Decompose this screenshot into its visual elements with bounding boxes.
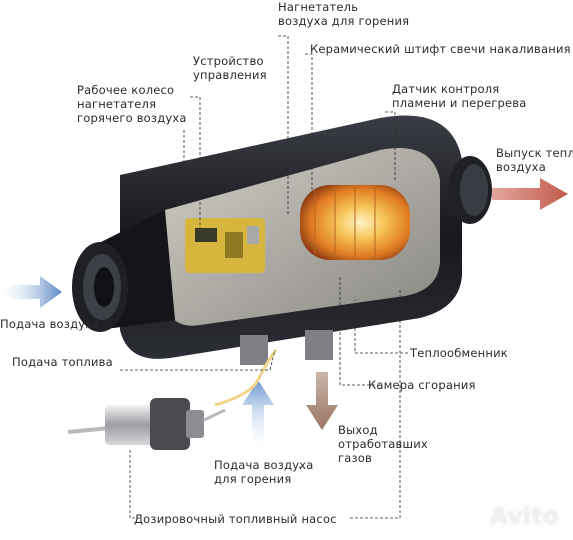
- avito-watermark: Avito: [489, 502, 559, 530]
- label-control-line-1: Устройство: [193, 54, 264, 68]
- label-hot-air-out: Выпуск теплого воздуха: [496, 146, 573, 174]
- label-combustion-air-line-2: для горения: [214, 472, 292, 486]
- hot-air-out-arrow: [492, 178, 568, 210]
- label-combustion-chamber-text: Камера сгорания: [368, 378, 476, 392]
- combustion-air-arrow: [242, 380, 274, 450]
- label-dosing-pump-text: Дозировочный топливный насос: [134, 512, 337, 526]
- label-ceramic-pin-text: Керамический штифт свечи накаливания: [310, 42, 571, 56]
- label-blower-line-1: Нагнетатель: [278, 0, 359, 14]
- fuel-line: [214, 349, 278, 407]
- label-exhaust: Выход отработавших газов: [338, 423, 428, 465]
- label-blower: Нагнетатель воздуха для горения: [278, 0, 409, 28]
- label-impeller-line-3: горячего воздуха: [77, 111, 187, 125]
- label-hot-air-out-line-1: Выпуск теплого: [496, 146, 573, 160]
- label-combustion-chamber: Камера сгорания: [368, 378, 476, 392]
- air-inlet: [72, 210, 175, 332]
- label-combustion-air: Подача воздуха для горения: [214, 458, 314, 486]
- label-control-unit: Устройство управления: [193, 54, 267, 82]
- label-impeller: Рабочее колесо нагнетателя горячего возд…: [77, 83, 187, 125]
- leader-lines: [120, 35, 408, 519]
- label-fuel-in-text: Подача топлива: [12, 355, 113, 369]
- label-impeller-line-2: нагнетателя: [77, 97, 157, 111]
- label-ceramic-pin: Керамический штифт свечи накаливания: [310, 42, 571, 56]
- label-flame-sensor-line-2: пламени и перегрева: [392, 96, 527, 110]
- label-combustion-air-line-1: Подача воздуха: [214, 458, 314, 472]
- label-exhaust-line-3: газов: [338, 451, 373, 465]
- label-flame-sensor: Датчик контроля пламени и перегрева: [392, 82, 526, 110]
- label-air-in-text: Подача воздуха: [0, 317, 100, 331]
- label-flame-sensor-line-1: Датчик контроля: [392, 82, 500, 96]
- label-exhaust-line-2: отработавших: [338, 437, 428, 451]
- label-exhaust-line-1: Выход: [338, 423, 378, 437]
- label-dosing-pump: Дозировочный топливный насос: [134, 512, 337, 526]
- exhaust-arrow: [306, 372, 338, 430]
- label-air-in: Подача воздуха: [0, 317, 100, 331]
- label-impeller-line-1: Рабочее колесо: [77, 83, 175, 97]
- control-unit: [185, 218, 265, 273]
- label-control-line-2: управления: [193, 68, 267, 82]
- label-hot-air-out-line-2: воздуха: [496, 160, 546, 174]
- air-in-arrow: [0, 276, 62, 308]
- label-fuel-in: Подача топлива: [12, 355, 113, 369]
- label-blower-line-2: воздуха для горения: [278, 14, 410, 28]
- combustion-chamber: [300, 185, 410, 260]
- bottom-ports: [240, 330, 333, 365]
- label-heat-exchanger: Теплообменник: [410, 346, 508, 360]
- label-heat-exchanger-text: Теплообменник: [410, 346, 508, 360]
- dosing-pump: [67, 398, 226, 450]
